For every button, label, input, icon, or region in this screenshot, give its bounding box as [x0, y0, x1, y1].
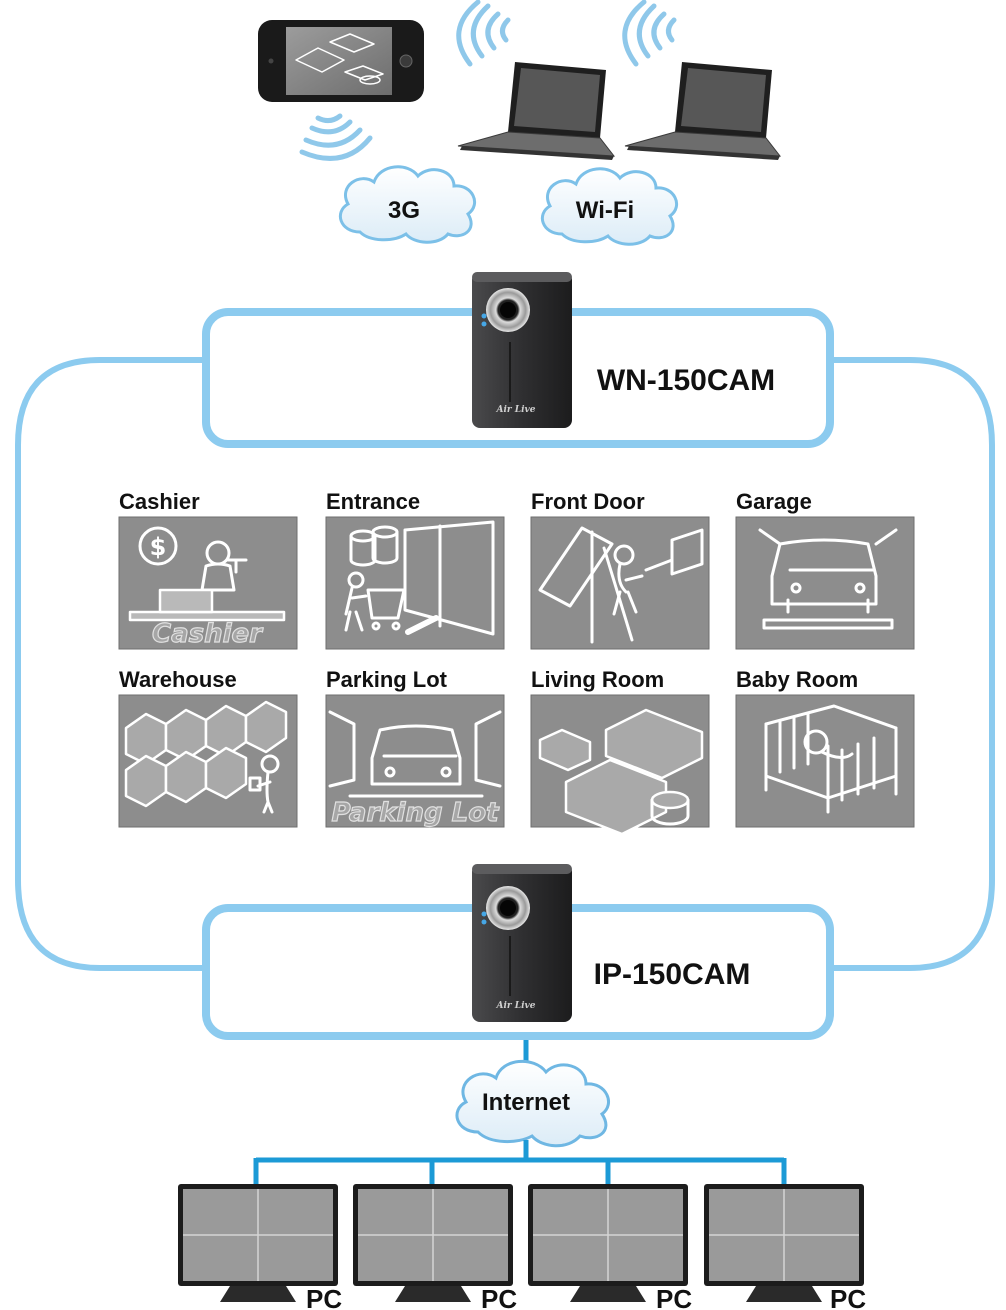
monitor-icon: PC — [528, 1184, 692, 1310]
scene-label-parking-lot: Parking Lot — [326, 667, 448, 692]
brand-logo: Air Live — [496, 405, 536, 415]
scene-parking-lot: Parking Lot — [325, 694, 505, 829]
panel-text-parking-lot: Parking Lot — [332, 798, 501, 828]
pc-label: PC — [306, 1284, 342, 1310]
wn-150cam-label: WN-150CAM — [597, 364, 775, 397]
pc-label: PC — [481, 1284, 517, 1310]
ip-camera-icon: Air Live — [472, 864, 572, 1022]
scene-warehouse — [118, 694, 298, 828]
network-tree — [253, 1140, 787, 1186]
scene-label-garage: Garage — [736, 489, 812, 514]
scene-front-door — [530, 516, 710, 650]
wifi-label: Wi-Fi — [576, 197, 634, 224]
scene-baby-room — [735, 694, 915, 828]
wifi-signal-icon — [456, 0, 511, 67]
scene-label-baby-room: Baby Room — [736, 667, 858, 692]
scene-entrance — [325, 516, 505, 650]
dollar-icon: $ — [150, 533, 167, 561]
scene-garage — [735, 516, 915, 650]
pc-label: PC — [656, 1284, 692, 1310]
scene-cashier: $ Cashier — [118, 516, 298, 650]
3g-label: 3G — [388, 197, 420, 224]
wifi-cloud: Wi-Fi — [540, 167, 678, 246]
panel-text-cashier: Cashier — [152, 619, 264, 649]
pc-label: PC — [830, 1284, 866, 1310]
monitor-icon: PC — [353, 1184, 517, 1310]
scene-living-room — [530, 694, 710, 836]
scene-label-cashier: Cashier — [119, 489, 200, 514]
scene-label-entrance: Entrance — [326, 489, 420, 514]
scene-label-front-door: Front Door — [531, 489, 645, 514]
camera-loop — [15, 357, 995, 971]
ip-150cam-label: IP-150CAM — [594, 958, 751, 991]
ip-camera-icon: Air Live — [472, 272, 572, 428]
laptop-icon — [457, 62, 616, 160]
brand-logo: Air Live — [496, 1001, 536, 1011]
wifi-signal-icon — [299, 113, 373, 161]
scene-label-living-room: Living Room — [531, 667, 664, 692]
3g-cloud: 3G — [338, 165, 476, 244]
internet-cloud: Internet — [455, 1059, 610, 1148]
scene-label-warehouse: Warehouse — [119, 667, 237, 692]
wifi-signal-icon — [622, 0, 677, 67]
internet-label: Internet — [482, 1089, 570, 1116]
laptop-icon — [624, 62, 782, 160]
smartphone-icon — [258, 20, 424, 102]
monitor-icon: PC — [704, 1184, 866, 1310]
monitor-icon: PC — [178, 1184, 342, 1310]
